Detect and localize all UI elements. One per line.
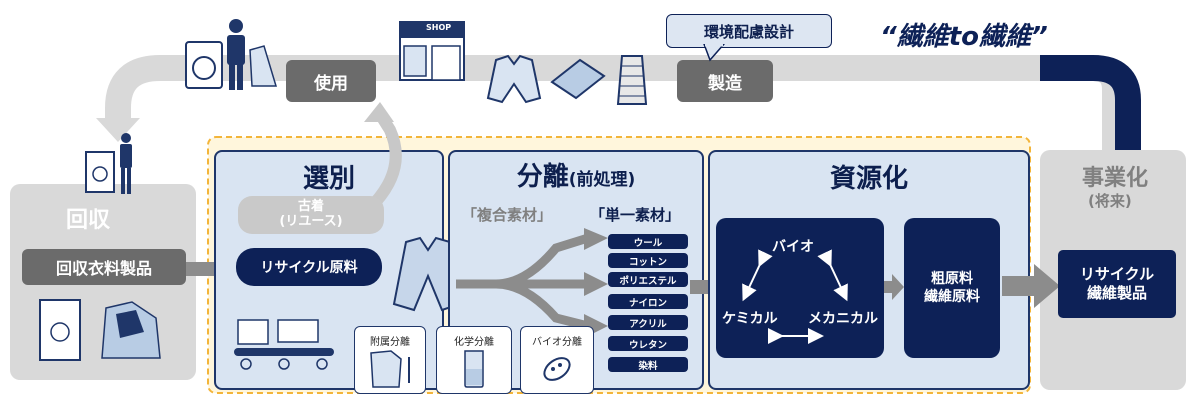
material-wool: ウール — [608, 234, 688, 249]
jacket-zipper-icon — [370, 350, 410, 388]
chemical-separation-label: 化学分離 — [454, 337, 494, 348]
material-polyester: ポリエステル — [608, 272, 688, 287]
commercialization-title: 事業化 — [1082, 166, 1149, 191]
material-nylon: ナイロン — [608, 294, 688, 309]
chemical-separation-box: 化学分離 — [436, 326, 512, 394]
beaker-icon — [464, 350, 484, 388]
headline: “繊維to繊維” — [880, 22, 1048, 52]
used-clothes-box: 古着 (リユース) — [238, 196, 384, 234]
recycle-material-label: リサイクル原料 — [236, 248, 382, 286]
thread-spool-icon — [616, 55, 648, 105]
collection-title: 回収 — [66, 208, 111, 233]
collected-clothing-label: 回収衣料製品 — [22, 249, 186, 285]
conveyor-icon — [234, 319, 334, 370]
callout-tail — [703, 44, 725, 62]
resource-title: 資源化 — [829, 164, 908, 194]
method-chemical: ケミカル — [722, 311, 778, 327]
shop-icon — [399, 21, 465, 81]
single-material-label: 「単一素材」 — [590, 206, 681, 224]
recycled-product-box: リサイクル 繊維製品 — [1058, 250, 1176, 318]
material-cotton: コットン — [608, 253, 688, 268]
raw-material-label: 粗原料 — [931, 270, 973, 287]
arrow-to-commercialization — [1002, 264, 1060, 308]
arrow-between-resource — [884, 274, 904, 300]
method-mechanical: メカニカル — [808, 311, 878, 327]
used-clothes-label: 古着 — [297, 199, 324, 215]
material-urethane: ウレタン — [608, 336, 688, 351]
composite-material-label: 「複合素材」 — [462, 206, 553, 224]
manufacture-label: 製造 — [677, 60, 773, 102]
sorting-title: 選別 — [302, 164, 355, 194]
collection-box-person-icon — [85, 133, 132, 194]
recycled-product-line2: 繊維製品 — [1086, 284, 1147, 302]
material-acrylic: アクリル — [608, 315, 688, 330]
washing-person-icon — [185, 19, 278, 90]
reuse-label: (リユース) — [279, 214, 343, 229]
method-cycle-arrows — [742, 249, 848, 344]
fabric-icon — [550, 58, 606, 100]
accessory-separation-box: 附属分離 — [354, 326, 426, 394]
material-dye: 染料 — [608, 357, 688, 372]
jacket-icon — [486, 54, 542, 104]
use-label: 使用 — [286, 60, 376, 102]
raw-material-box: 粗原料 繊維原料 — [904, 218, 1000, 358]
separation-title: 分離 — [516, 162, 569, 192]
separation-split-arrows — [456, 228, 608, 336]
method-bio: バイオ — [772, 239, 814, 255]
accessory-separation-label: 附属分離 — [370, 337, 410, 348]
collection-bin-icon — [39, 299, 161, 361]
eco-design-callout: 環境配慮設計 — [666, 14, 832, 48]
eco-design-label: 環境配慮設計 — [703, 22, 794, 41]
recycled-product-line1: リサイクル — [1079, 264, 1155, 283]
separation-title-suffix: (前処理) — [568, 170, 636, 190]
shop-sign: SHOP — [426, 23, 452, 32]
fiber-material-label: 繊維原料 — [924, 289, 980, 305]
separation-title-row: 分離(前処理) — [448, 156, 704, 193]
bio-separation-box: バイオ分離 — [520, 326, 594, 394]
commercialization-future: (将来) — [1088, 192, 1132, 210]
bio-separation-label: バイオ分離 — [532, 337, 582, 348]
microbe-icon — [543, 357, 571, 381]
